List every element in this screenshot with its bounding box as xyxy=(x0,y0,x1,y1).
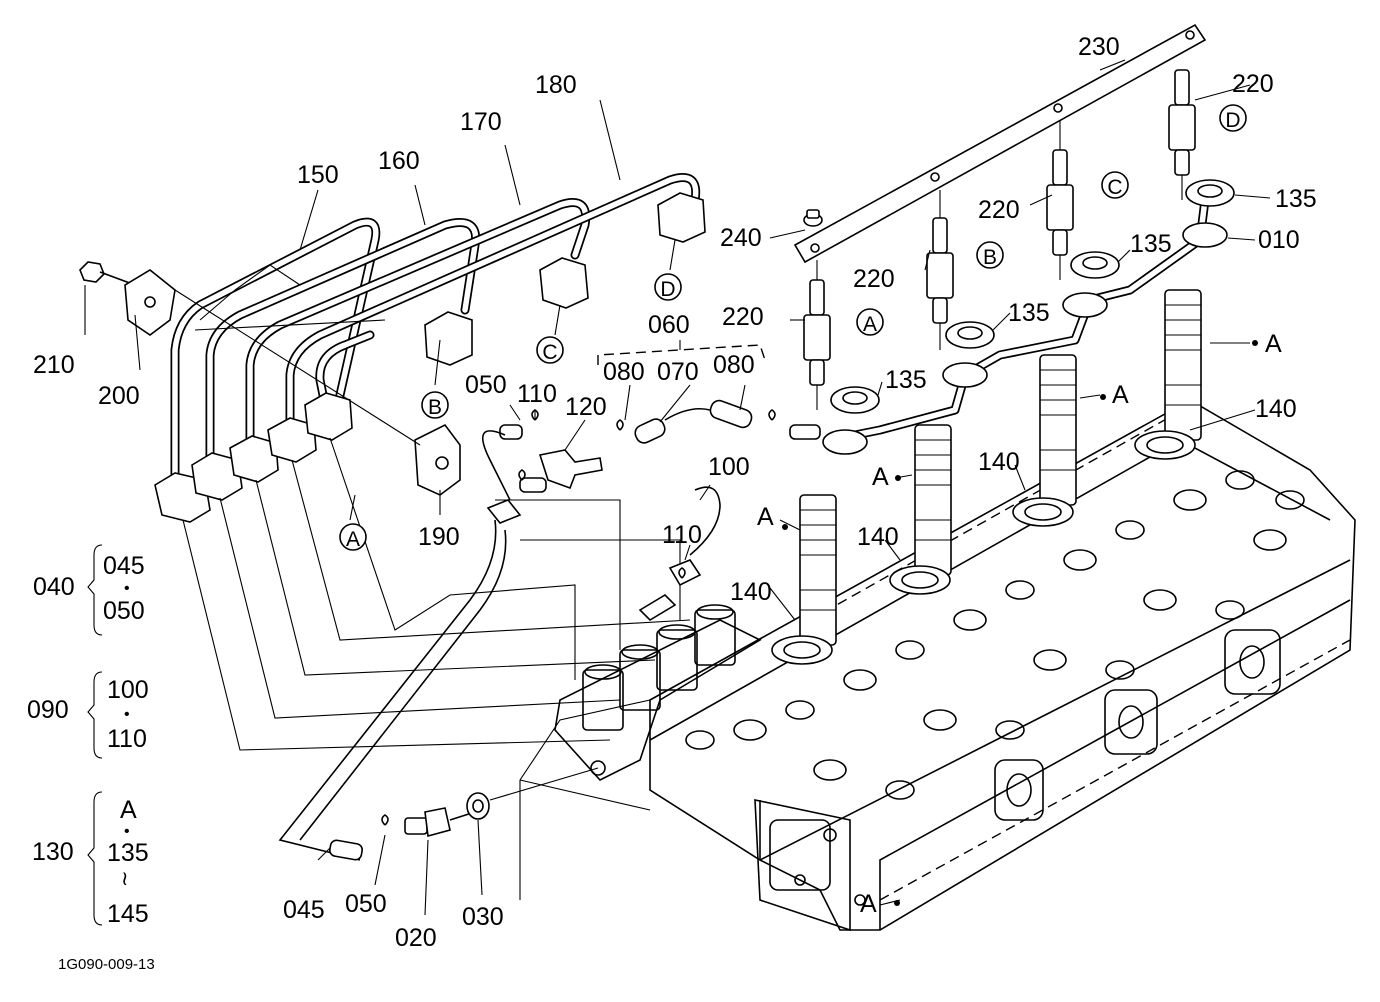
callout-120: 120 xyxy=(565,393,607,421)
group-040: 040 045 • 050 xyxy=(33,544,145,636)
group-130-tilde: ≀ xyxy=(121,868,129,890)
callout-220-right: 220 xyxy=(1232,70,1274,98)
leader-lines xyxy=(84,59,1271,916)
glow-plugs xyxy=(803,69,1196,410)
marker-a3: A xyxy=(1265,330,1282,358)
circle-marker-c1: C xyxy=(536,336,564,364)
callout-060: 060 xyxy=(648,311,690,339)
callout-140-front: 140 xyxy=(730,578,772,606)
callout-050-top: 050 xyxy=(465,371,507,399)
callout-labels: 230 220 220 220 220 240 135 135 135 135 … xyxy=(33,33,1317,952)
callout-230: 230 xyxy=(1078,33,1120,61)
marker-b1-text: B xyxy=(428,396,442,419)
callout-100: 100 xyxy=(708,453,750,481)
callout-140-rear: 140 xyxy=(1255,395,1297,423)
group-040-item-1: 045 xyxy=(103,552,145,580)
callout-240: 240 xyxy=(720,224,762,252)
group-130-dot: • xyxy=(124,823,130,840)
callout-140-third: 140 xyxy=(978,448,1020,476)
injection-pump xyxy=(554,593,762,781)
callout-050-bottom: 050 xyxy=(345,890,387,918)
callout-010: 010 xyxy=(1258,226,1300,254)
circle-marker-d1: D xyxy=(654,273,682,301)
callout-080-right: 080 xyxy=(713,351,755,379)
callout-210: 210 xyxy=(33,351,75,379)
marker-c2-text: C xyxy=(1107,176,1122,199)
injector-4 xyxy=(1134,289,1202,460)
circle-marker-a2: A xyxy=(856,308,884,336)
callout-170: 170 xyxy=(460,108,502,136)
callout-070: 070 xyxy=(657,358,699,386)
callout-150: 150 xyxy=(297,161,339,189)
group-090-item-2: 110 xyxy=(107,725,147,753)
callout-180: 180 xyxy=(535,71,577,99)
bus-bar xyxy=(793,23,1207,280)
injector-1 xyxy=(771,494,837,665)
marker-a5: A xyxy=(872,463,889,491)
marker-d2-text: D xyxy=(1225,109,1240,132)
circle-marker-a1: A xyxy=(339,523,367,551)
group-130-item-2: 135 xyxy=(107,839,149,867)
callout-135-d: 135 xyxy=(1275,185,1317,213)
group-130-code: 130 xyxy=(32,838,74,866)
injectors xyxy=(771,289,1202,665)
group-040-code: 040 xyxy=(33,573,75,601)
group-090-item-1: 100 xyxy=(107,676,149,704)
pipe-lead-lines xyxy=(182,437,691,751)
callout-220-left: 220 xyxy=(722,303,764,331)
group-090-dot: • xyxy=(124,706,130,723)
callout-190: 190 xyxy=(418,523,460,551)
marker-c1-text: C xyxy=(542,341,557,364)
marker-a6: A xyxy=(757,503,774,531)
callout-110-lower: 110 xyxy=(662,521,702,549)
callout-220-center: 220 xyxy=(853,265,895,293)
callout-220-mid: 220 xyxy=(978,196,1020,224)
callout-135-b: 135 xyxy=(1008,299,1050,327)
callout-135-a: 135 xyxy=(885,366,927,394)
callout-140-second: 140 xyxy=(857,523,899,551)
dot-markers xyxy=(782,340,1258,906)
circle-marker-c2: C xyxy=(1101,171,1129,199)
callout-160: 160 xyxy=(378,147,420,175)
figure-code: 1G090-009-13 xyxy=(58,956,155,973)
callout-200: 200 xyxy=(98,382,140,410)
marker-a2-text: A xyxy=(863,313,877,336)
marker-d1-text: D xyxy=(660,278,675,301)
marker-a4: A xyxy=(1112,381,1129,409)
circle-marker-b2: B xyxy=(976,241,1004,269)
circle-marker-d2: D xyxy=(1219,104,1247,132)
injector-2 xyxy=(889,424,952,595)
injector-3 xyxy=(1012,354,1077,527)
callout-030: 030 xyxy=(462,903,504,931)
marker-a1-text: A xyxy=(346,528,360,551)
callout-135-c: 135 xyxy=(1130,230,1172,258)
marker-a7: A xyxy=(860,890,877,918)
group-090: 090 100 • 110 xyxy=(27,671,149,759)
callout-110-top: 110 xyxy=(517,380,557,408)
group-130: 130 A • 135 ≀ 145 xyxy=(32,791,149,928)
clamps xyxy=(79,261,461,496)
group-040-dot: • xyxy=(124,580,130,597)
group-040-item-2: 050 xyxy=(103,597,145,625)
washers-135 xyxy=(830,179,1235,414)
callout-080-left: 080 xyxy=(603,358,645,386)
injection-pipes xyxy=(154,173,706,523)
group-090-code: 090 xyxy=(27,696,69,724)
bracket-060 xyxy=(597,344,766,365)
group-130-item-1: A xyxy=(120,796,137,824)
group-130-item-3: 145 xyxy=(107,900,149,928)
callout-045: 045 xyxy=(283,896,325,924)
callout-020: 020 xyxy=(395,924,437,952)
circle-marker-b1: B xyxy=(421,391,449,419)
marker-b2-text: B xyxy=(983,246,997,269)
leak-off-pipe xyxy=(278,195,1228,861)
